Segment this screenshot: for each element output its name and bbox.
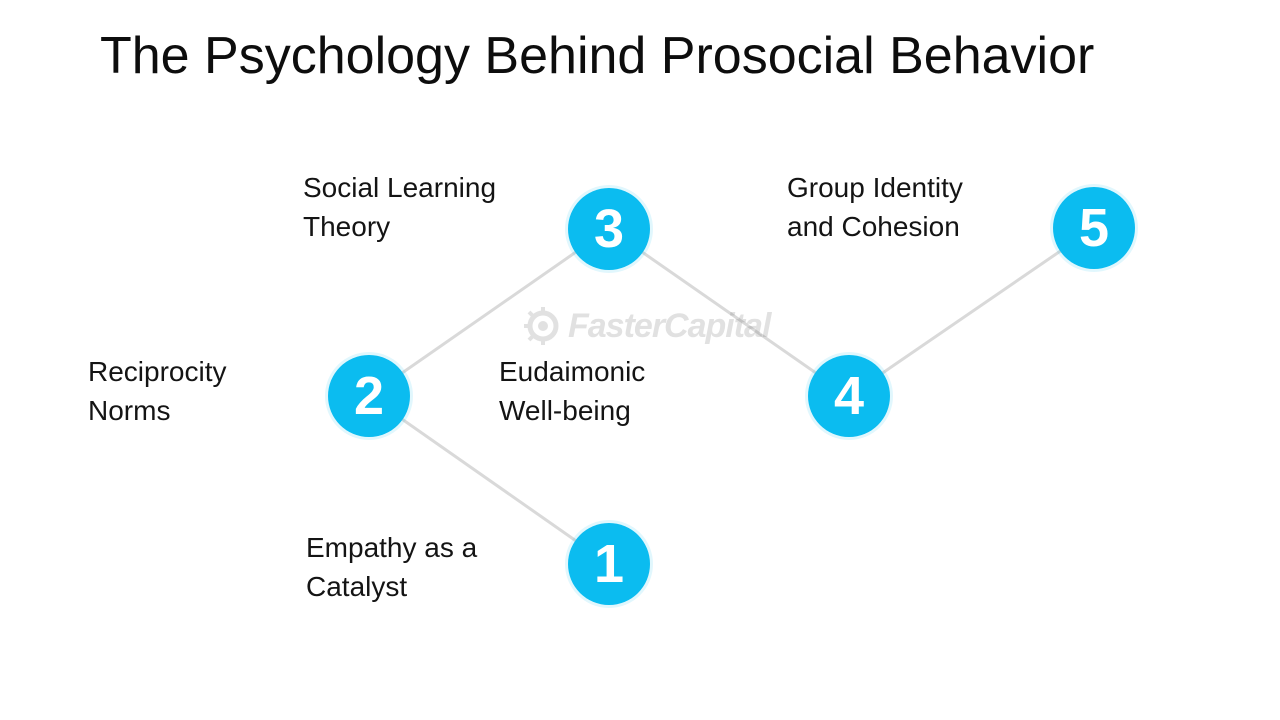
watermark-text: FasterCapital <box>568 306 771 345</box>
step-2-label-line2: Norms <box>88 395 171 426</box>
step-1-label-line1: Empathy as a <box>306 532 478 563</box>
step-2-circle: 2 <box>328 355 410 437</box>
step-5-label-line2: and Cohesion <box>787 211 960 242</box>
step-4-circle: 4 <box>808 355 890 437</box>
step-5-label: Group Identity and Cohesion <box>787 168 963 246</box>
connector-2-3 <box>368 227 610 398</box>
gear-logo-icon <box>524 307 559 345</box>
step-4-label-line2: Well-being <box>499 395 631 426</box>
step-1-label: Empathy as a Catalyst <box>306 528 477 606</box>
page-title: The Psychology Behind Prosocial Behavior <box>100 27 1095 85</box>
step-1-circle: 1 <box>568 523 650 605</box>
step-4-label-line1: Eudaimonic <box>499 356 646 387</box>
step-2-label: Reciprocity Norms <box>88 352 226 430</box>
watermark: FasterCapital <box>522 305 771 347</box>
step-5-circle: 5 <box>1053 187 1135 269</box>
step-3-label-line1: Social Learning <box>303 172 497 203</box>
step-2-label-line1: Reciprocity <box>88 356 227 387</box>
step-4-label: Eudaimonic Well-being <box>499 352 645 430</box>
step-3-label-line2: Theory <box>303 211 391 242</box>
step-3-circle: 3 <box>568 188 650 270</box>
step-3-label: Social Learning Theory <box>303 168 496 246</box>
connector-4-5 <box>848 226 1095 398</box>
connector-3-4 <box>608 227 850 398</box>
step-5-label-line1: Group Identity <box>787 172 963 203</box>
connector-1-2 <box>368 394 610 566</box>
step-1-label-line2: Catalyst <box>306 571 408 602</box>
